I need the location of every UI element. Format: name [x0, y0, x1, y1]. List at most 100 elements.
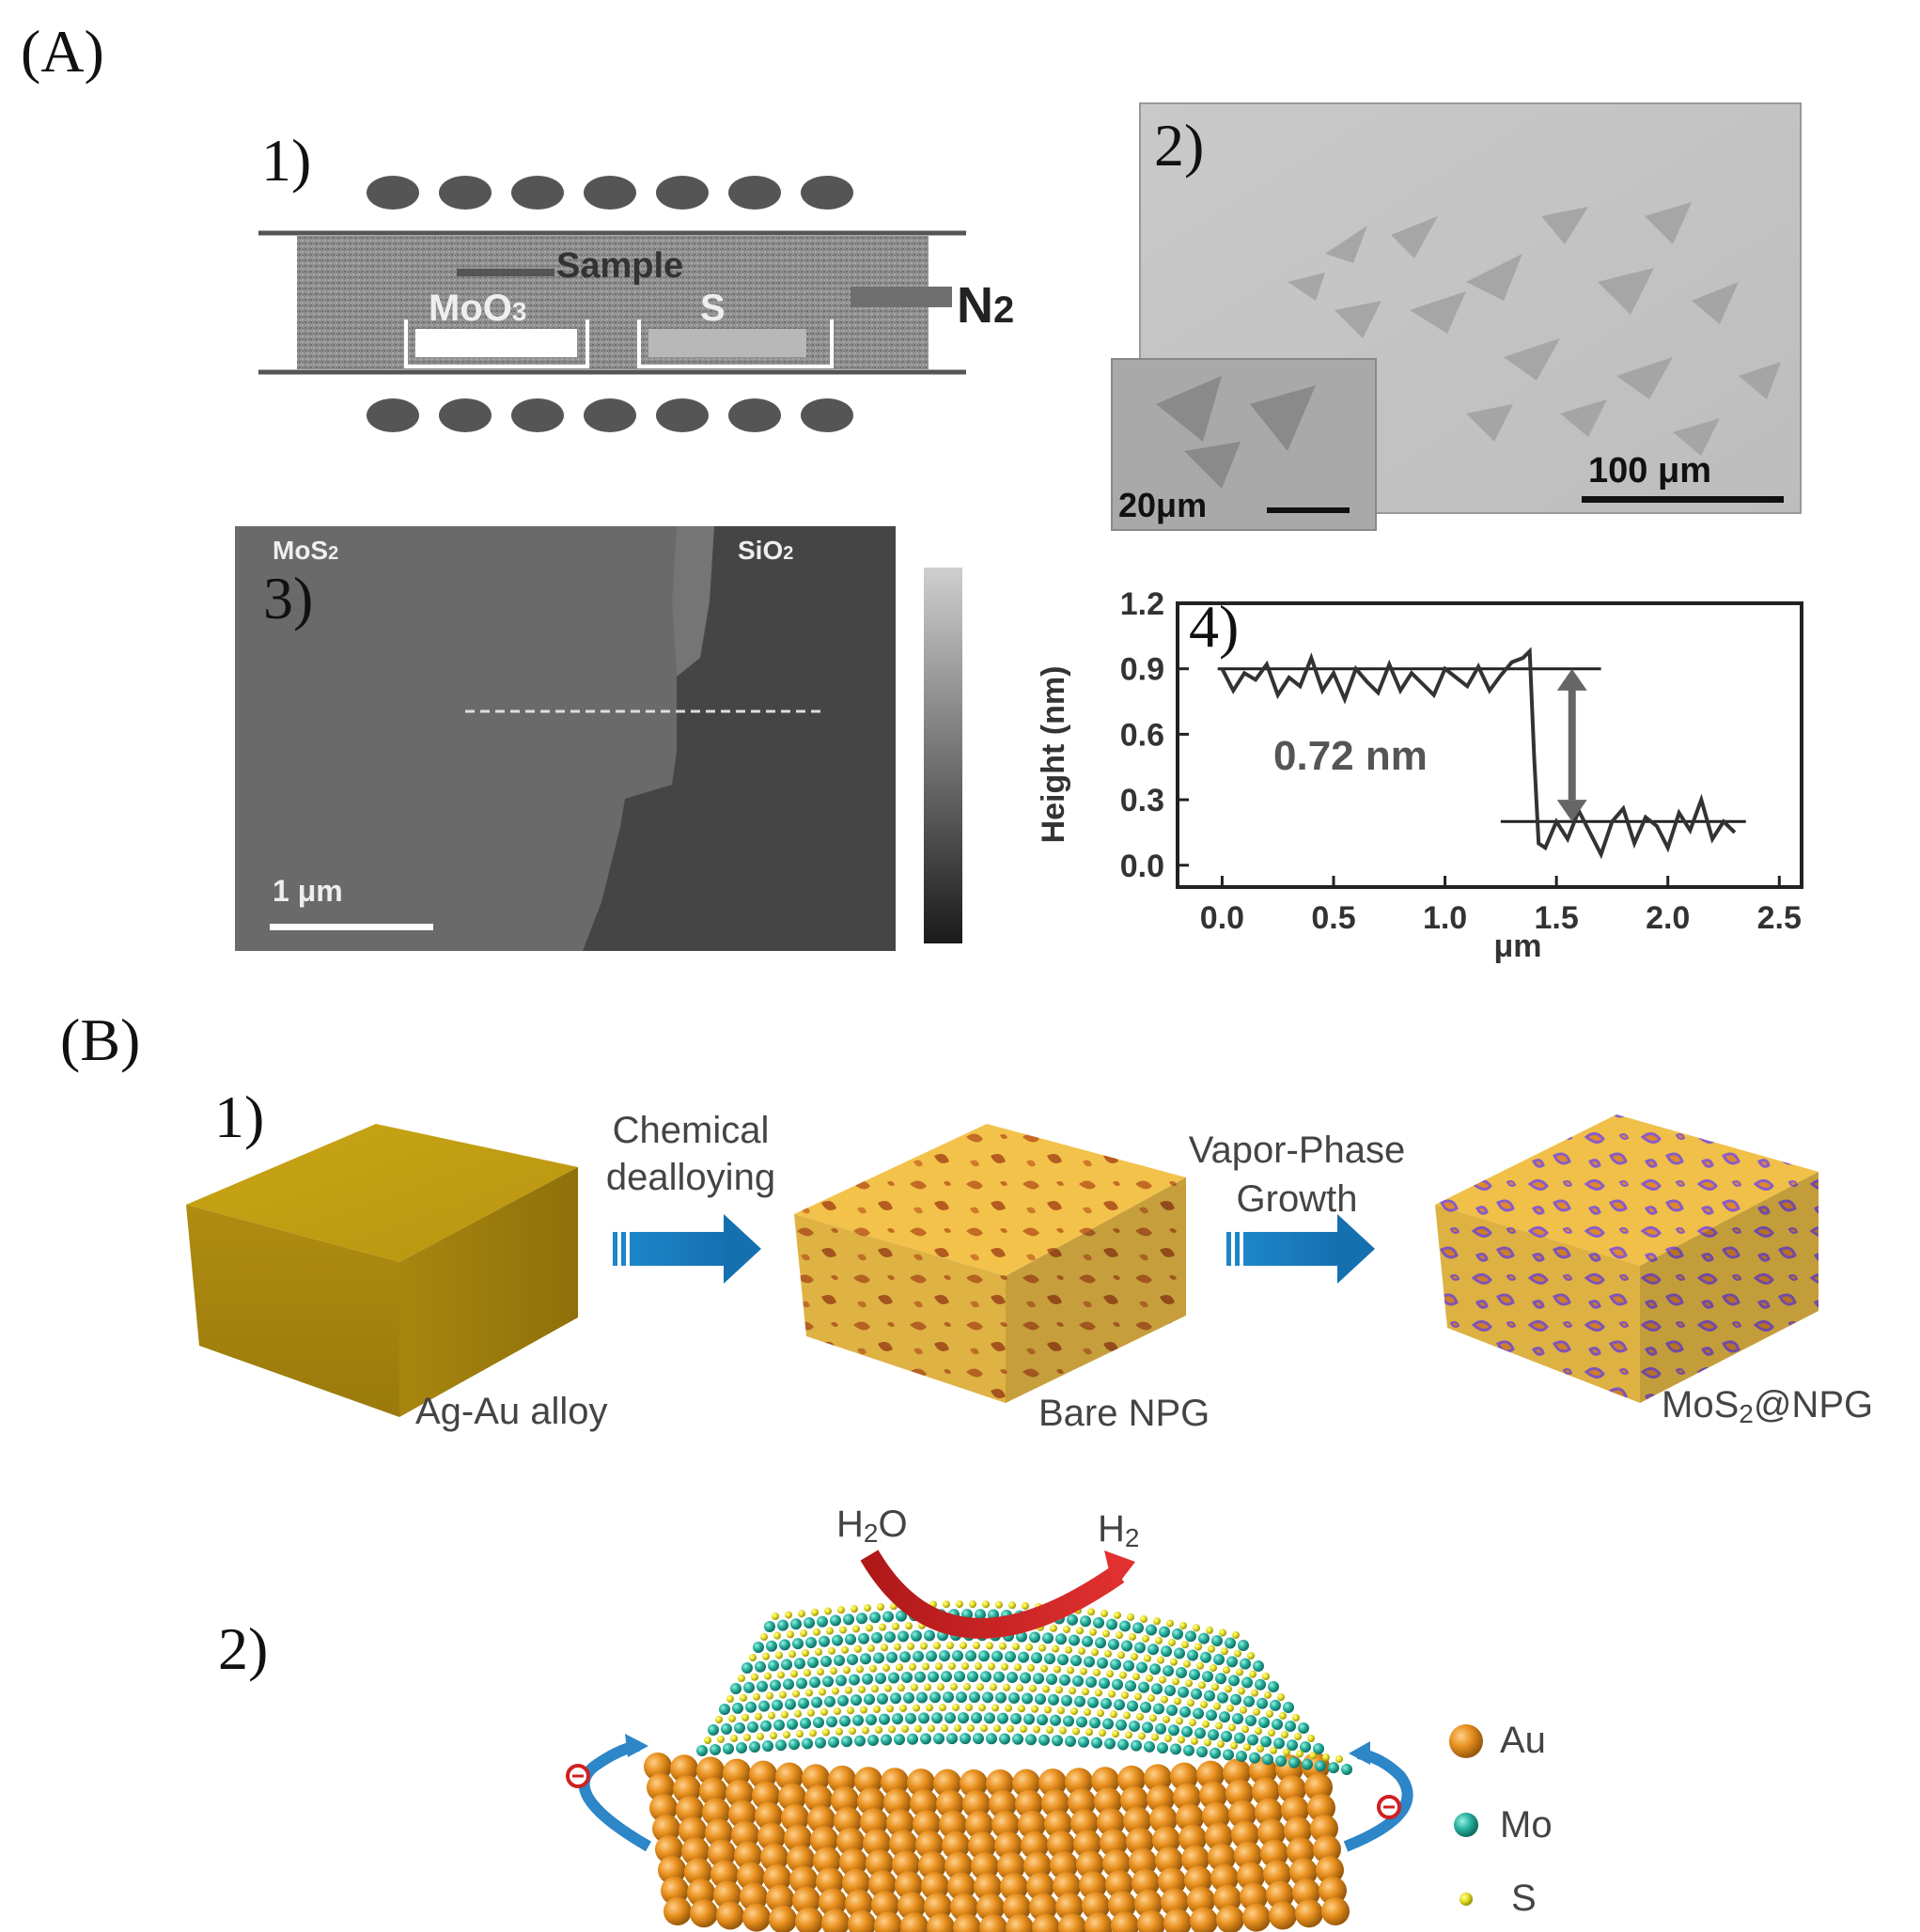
s-atom: [1018, 1705, 1025, 1713]
s-atom: [1174, 1697, 1181, 1706]
s-atom: [1084, 1708, 1091, 1717]
au-atom: [1012, 1768, 1040, 1798]
s-atom: [843, 1666, 851, 1675]
afm-mos2-label-sub: 2: [328, 543, 339, 564]
mo-atom: [931, 1712, 943, 1724]
s-atom: [1189, 1719, 1196, 1727]
s-atom: [1187, 1699, 1194, 1707]
mo-atom: [843, 1613, 854, 1626]
mo-atom: [877, 1692, 888, 1705]
au-atom: [769, 1905, 797, 1932]
s-atom: [909, 1662, 916, 1671]
mo-atom: [1161, 1645, 1172, 1658]
mo-atom: [1114, 1699, 1125, 1711]
s-atom: [1104, 1649, 1112, 1658]
mo-atom: [973, 1733, 984, 1745]
s-atom: [1085, 1728, 1093, 1737]
s-atom: [1012, 1643, 1020, 1651]
s-atom: [1044, 1706, 1052, 1714]
au-atom: [1252, 1777, 1280, 1806]
mo-atom: [811, 1696, 822, 1708]
mo-atom: [1063, 1715, 1074, 1727]
s-atom: [1131, 1653, 1138, 1661]
mo-atom: [1099, 1677, 1110, 1690]
s-atom: [1146, 1674, 1153, 1682]
s-atom: [715, 1716, 723, 1723]
mo-atom: [1027, 1611, 1038, 1623]
s-atom: [892, 1622, 899, 1630]
s-atom: [1127, 1613, 1134, 1621]
x-tick-label: 2.5: [1757, 900, 1802, 936]
au-atom: [726, 1779, 754, 1808]
au-atom: [1213, 1884, 1241, 1913]
au-atom: [898, 1892, 926, 1921]
mo-atom: [721, 1722, 732, 1735]
mo-atom: [1069, 1634, 1080, 1646]
mo-atom: [1025, 1734, 1037, 1746]
s-atom: [1163, 1715, 1170, 1723]
mo-atom: [903, 1691, 914, 1704]
s-atom: [1074, 1606, 1082, 1614]
step-height-annotation: 0.72 nm: [1273, 733, 1428, 779]
mo-atom: [1189, 1669, 1200, 1681]
s-atom: [1003, 1683, 1010, 1691]
au-atom: [950, 1893, 978, 1922]
mo-atom: [1153, 1703, 1164, 1715]
s-atom: [1238, 1687, 1245, 1695]
s-atom: [1208, 1644, 1215, 1653]
s-atom: [1210, 1663, 1217, 1672]
s-atom: [969, 1600, 976, 1609]
s-atom: [990, 1683, 997, 1691]
s-atom: [766, 1691, 773, 1700]
h2o-label-a: H: [836, 1504, 864, 1545]
s-atom: [1164, 1735, 1172, 1743]
mo-atom: [1181, 1725, 1193, 1737]
mo-atom: [1272, 1718, 1283, 1730]
mo-atom: [929, 1691, 941, 1704]
mo-atom: [1298, 1722, 1309, 1734]
s-atom: [944, 1621, 952, 1629]
s-atom: [1076, 1627, 1084, 1635]
au-atom: [1292, 1878, 1320, 1908]
au-atom: [918, 1851, 946, 1880]
afm-colorbar: [924, 568, 962, 943]
mo-atom: [1341, 1764, 1352, 1775]
au-atom: [816, 1867, 844, 1896]
au-atom: [965, 1810, 993, 1839]
s-atom: [764, 1672, 772, 1680]
s-atom: [1095, 1689, 1102, 1697]
mo-atom: [755, 1660, 766, 1673]
mo-atom: [845, 1633, 856, 1645]
au-atom: [647, 1773, 675, 1801]
mo-atom: [775, 1739, 787, 1752]
s-atom: [1091, 1648, 1099, 1657]
au-atom: [921, 1872, 949, 1901]
au-atom: [991, 1810, 1020, 1839]
mo-atom: [792, 1638, 804, 1650]
mo-atom: [1198, 1632, 1210, 1644]
mo-atom: [1174, 1647, 1185, 1659]
s-atom: [819, 1688, 826, 1696]
au-atom: [848, 1909, 876, 1932]
mo-atom: [772, 1699, 783, 1711]
mo-atom: [986, 1733, 997, 1745]
mo-atom: [1046, 1673, 1057, 1685]
mos2-npg-cube: [1435, 1114, 1819, 1403]
dealloying-step-label: Chemical dealloying: [587, 1107, 794, 1201]
mo-atom: [1010, 1713, 1022, 1724]
panel-b1-label: 1): [214, 1083, 265, 1150]
au-atom: [971, 1851, 999, 1880]
au-atom-layer: [644, 1753, 1350, 1932]
s-atom: [834, 1707, 841, 1716]
mo-atom: [1302, 1758, 1313, 1770]
s-atom: [960, 1642, 967, 1650]
mo-atom: [1072, 1675, 1084, 1687]
mo-atom: [822, 1675, 834, 1688]
au-atom: [1196, 1760, 1225, 1789]
mo-atom: [933, 1733, 944, 1745]
mo-atom: [922, 1609, 933, 1621]
s-atom: [1240, 1706, 1247, 1714]
s-atom: [1134, 1692, 1142, 1701]
au-atom: [1302, 1753, 1330, 1781]
au-atom: [1094, 1787, 1122, 1816]
